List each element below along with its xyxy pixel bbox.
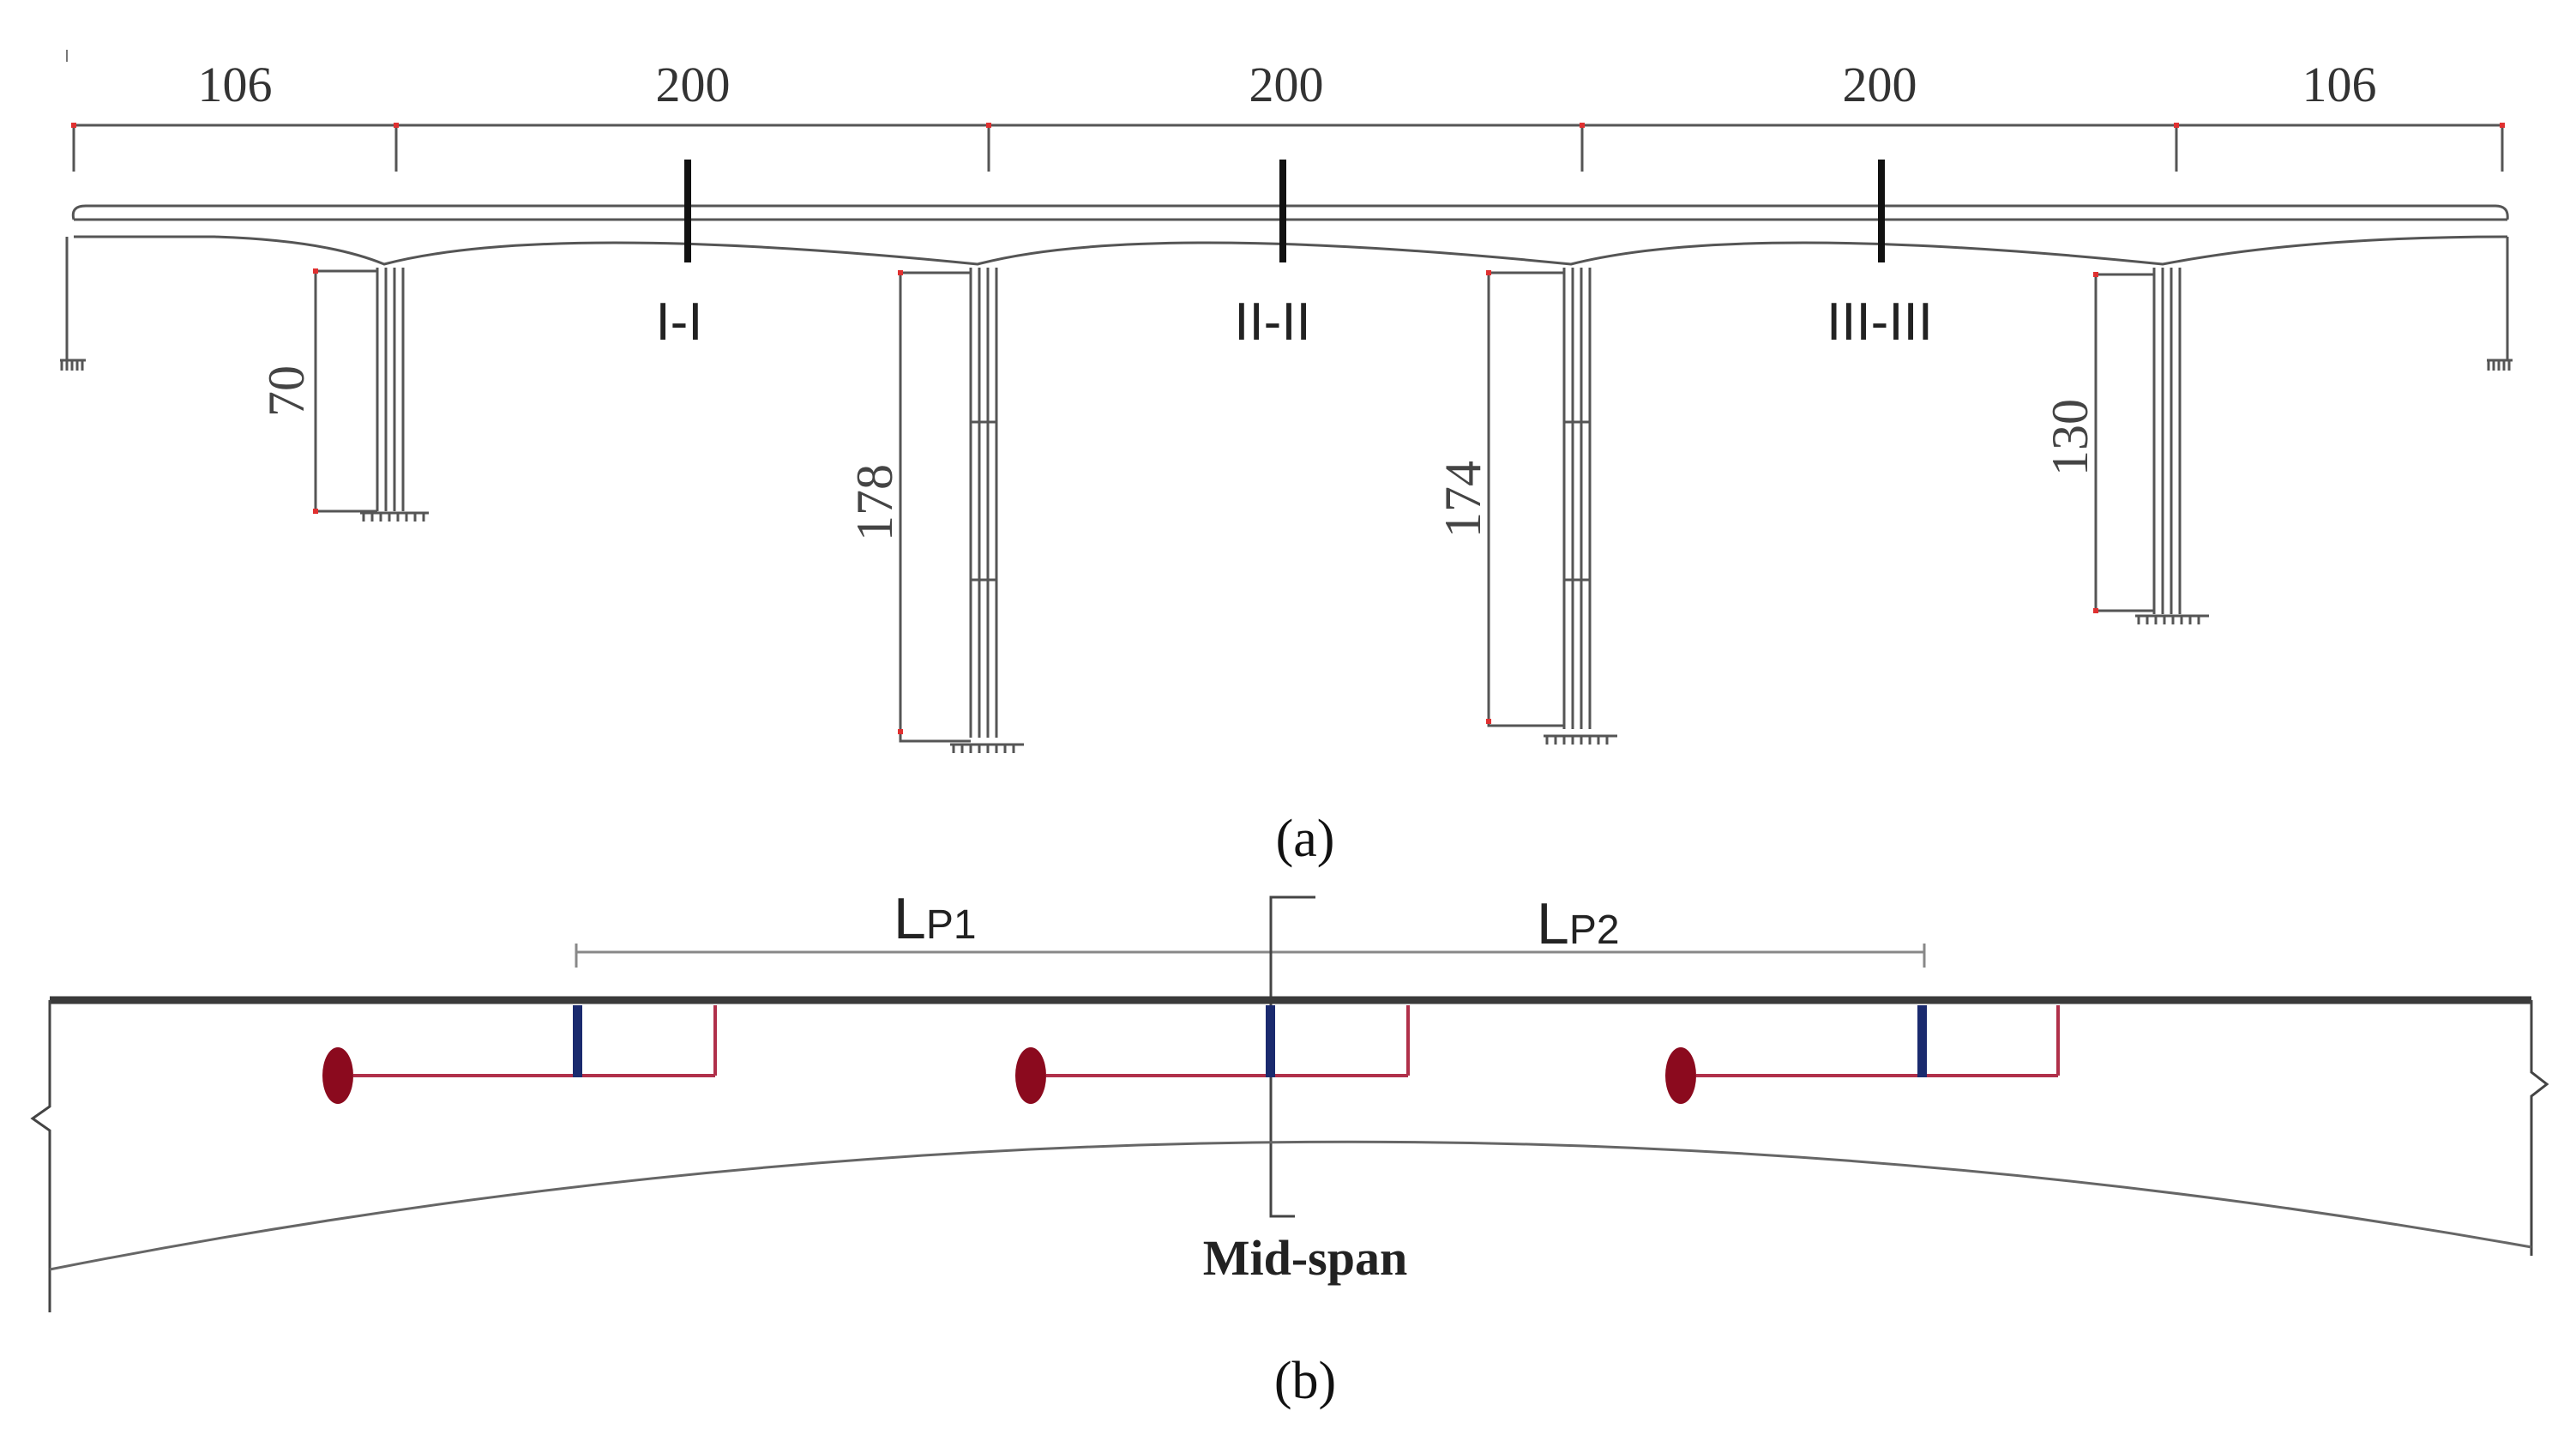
lp-dimension-line	[575, 944, 1926, 968]
panel-a-caption: (a)	[1276, 810, 1335, 868]
pier-3-height-label: 174	[1435, 461, 1491, 538]
pier-4	[2135, 268, 2209, 624]
right-abutment-support	[2487, 359, 2513, 371]
panel-b-caption: (b)	[1274, 1352, 1336, 1410]
pier-3-height-dimension	[1486, 270, 1564, 727]
panel-a: 106 200 200 200 106	[60, 50, 2513, 868]
span-length-1: 106	[198, 57, 273, 112]
anchor-head-1	[322, 1047, 353, 1104]
anchor-head-3	[1665, 1047, 1696, 1104]
section-cut-marks	[684, 160, 1885, 262]
span-length-4: 200	[1843, 57, 1917, 112]
soffit-curve	[49, 1140, 2532, 1271]
section-label-1: I-I	[655, 292, 702, 352]
left-break-line	[30, 1000, 51, 1312]
tendon-2	[1015, 1005, 1410, 1104]
pier-4-height-dimension	[2093, 272, 2154, 613]
pier-1-height-label: 70	[258, 365, 315, 417]
section-label-3: III-III	[1827, 292, 1933, 352]
span-dimension-line	[72, 124, 2504, 172]
anchor-plate-1	[573, 1005, 582, 1077]
anchor-plate-2	[1266, 1005, 1275, 1077]
midspan-label: Mid-span	[1203, 1230, 1408, 1286]
pier-4-height-label: 130	[2042, 399, 2098, 476]
midspan-marker	[1269, 895, 1315, 1218]
box-girder	[65, 204, 2509, 360]
pier-2-height-label: 178	[846, 464, 903, 541]
anchor-plate-3	[1917, 1005, 1927, 1077]
tendon-1	[322, 1005, 717, 1104]
section-label-2: II-II	[1234, 292, 1311, 352]
lp2-label: LP2	[1537, 891, 1620, 956]
span-length-5: 106	[2302, 57, 2377, 112]
anchor-head-2	[1015, 1047, 1046, 1104]
panel-b: LP1 LP2	[30, 886, 2549, 1410]
dimension-tick-marks	[71, 123, 2505, 128]
span-length-3: 200	[1249, 57, 1324, 112]
left-abutment-support	[60, 359, 86, 371]
right-break-line	[2530, 1000, 2549, 1256]
pier-2-height-dimension	[898, 270, 971, 743]
pier-1	[360, 268, 429, 522]
pier-3	[1544, 268, 1617, 745]
tendon-3	[1665, 1005, 2060, 1104]
lp1-label: LP1	[894, 886, 977, 951]
pier-2	[950, 268, 1024, 753]
pier-1-height-dimension	[313, 268, 377, 514]
span-length-2: 200	[656, 57, 731, 112]
